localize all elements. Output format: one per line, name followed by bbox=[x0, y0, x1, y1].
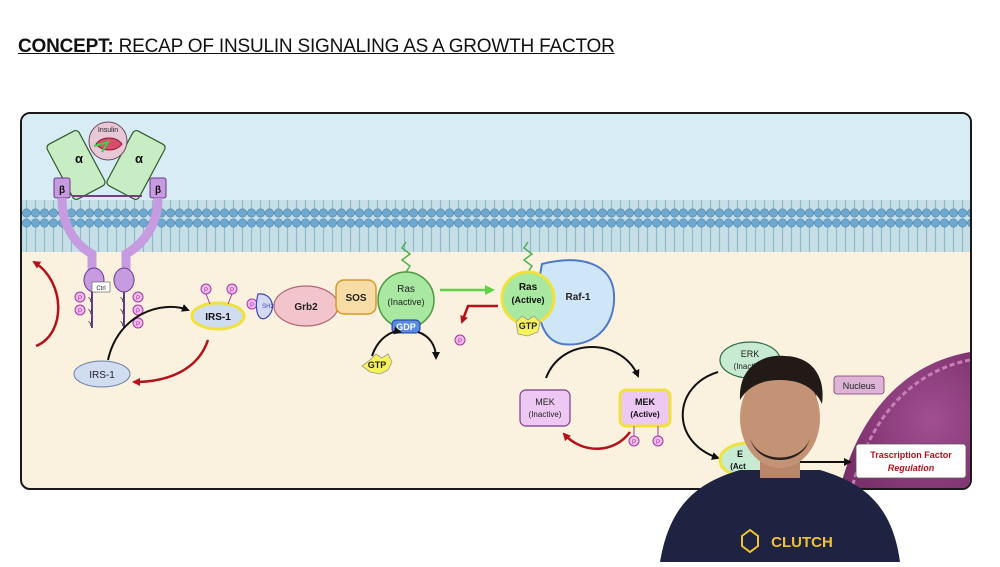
svg-text:P: P bbox=[656, 440, 660, 446]
beta-left-label: β bbox=[59, 185, 65, 196]
presenter-video: CLUTCH bbox=[660, 352, 900, 562]
irs1-active: IRS-1 P P P bbox=[190, 283, 258, 331]
irs1-inactive: IRS-1 bbox=[73, 360, 131, 388]
svg-text:MEK: MEK bbox=[535, 397, 555, 407]
mek-activation-arrow bbox=[545, 346, 640, 379]
page-title: CONCEPT: RECAP OF INSULIN SIGNALING AS A… bbox=[18, 36, 615, 58]
svg-text:Raf-1: Raf-1 bbox=[565, 292, 590, 303]
svg-text:P: P bbox=[136, 309, 140, 315]
svg-text:P: P bbox=[250, 303, 254, 309]
signaling-diagram: α α Insulin β β Ctrl Y Y Y Y Y Y P P P P… bbox=[20, 112, 972, 490]
alpha-right-label: α bbox=[135, 151, 143, 166]
grb2: SH2 Grb2 bbox=[255, 285, 339, 327]
svg-text:P: P bbox=[78, 309, 82, 315]
svg-text:(Act: (Act bbox=[730, 462, 746, 471]
gdp-out-arrow bbox=[417, 331, 440, 360]
svg-text:P: P bbox=[136, 296, 140, 302]
tyr-l2: Y bbox=[88, 309, 93, 316]
tyr-l3: Y bbox=[88, 321, 93, 328]
svg-text:P: P bbox=[632, 440, 636, 446]
erk-activation-arrow bbox=[681, 371, 720, 460]
svg-text:(Active): (Active) bbox=[511, 295, 544, 305]
sos: SOS bbox=[335, 279, 377, 315]
released-phosphate bbox=[454, 334, 466, 346]
extracellular-space bbox=[22, 114, 970, 200]
svg-text:Ras: Ras bbox=[397, 284, 415, 295]
tyr-r3: Y bbox=[120, 321, 125, 328]
svg-text:E: E bbox=[737, 449, 743, 459]
raf1: Raf-1 bbox=[537, 259, 616, 346]
feedback-arrow-left bbox=[32, 260, 60, 348]
presenter-beard bbox=[750, 438, 810, 460]
presenter-shirt bbox=[660, 470, 900, 562]
svg-text:P: P bbox=[204, 288, 208, 294]
svg-text:P: P bbox=[458, 339, 462, 345]
svg-text:Nucleus: Nucleus bbox=[843, 381, 876, 391]
insulin-receptor: α α Insulin β β Ctrl Y Y Y Y Y Y bbox=[46, 121, 167, 328]
gtp-free: GTP bbox=[361, 353, 393, 375]
svg-text:MEK: MEK bbox=[635, 397, 656, 407]
transcription-factor-box: Trascription Factor Regulation bbox=[855, 443, 967, 479]
svg-text:P: P bbox=[78, 296, 82, 302]
svg-text:P: P bbox=[136, 322, 140, 328]
svg-text:Regulation: Regulation bbox=[888, 463, 935, 473]
svg-text:GDP: GDP bbox=[396, 322, 416, 332]
irs1-activation-arrow bbox=[107, 304, 190, 361]
gtp-in-arrow bbox=[371, 326, 402, 357]
mek-inactive: MEK (Inactive) bbox=[519, 389, 571, 427]
receptor-phosphates: P P P P P bbox=[74, 291, 144, 329]
concept-title: RECAP OF INSULIN SIGNALING AS A GROWTH F… bbox=[118, 36, 615, 57]
mek-deactivation-arrow bbox=[562, 431, 632, 450]
insulin-label: Insulin bbox=[98, 127, 118, 134]
svg-text:GTP: GTP bbox=[519, 321, 538, 331]
tyr-r1: Y bbox=[120, 297, 125, 304]
sh2-label: SH2 bbox=[262, 304, 274, 310]
presenter-face bbox=[740, 368, 820, 468]
ras-active: Ras (Active) GTP bbox=[500, 241, 556, 337]
svg-text:(Active): (Active) bbox=[630, 410, 660, 419]
concept-label: CONCEPT: bbox=[18, 36, 114, 57]
clutch-logo: CLUTCH bbox=[741, 528, 833, 554]
ras-deactivation-arrow bbox=[460, 304, 498, 324]
presenter-hair bbox=[739, 355, 823, 404]
svg-text:SOS: SOS bbox=[345, 293, 366, 304]
svg-text:Grb2: Grb2 bbox=[294, 302, 318, 313]
svg-text:GTP: GTP bbox=[368, 360, 387, 370]
clutch-logo-text: CLUTCH bbox=[771, 534, 833, 551]
svg-text:(Inactive): (Inactive) bbox=[387, 297, 424, 307]
alpha-subunit-left bbox=[46, 129, 106, 201]
svg-text:Trascription Factor: Trascription Factor bbox=[870, 450, 952, 460]
svg-text:IRS-1: IRS-1 bbox=[205, 312, 231, 323]
svg-text:(Inactive): (Inactive) bbox=[734, 362, 767, 371]
svg-text:(Inactive): (Inactive) bbox=[529, 410, 562, 419]
tyr-r2: Y bbox=[120, 309, 125, 316]
tyr-l1: Y bbox=[88, 297, 93, 304]
nucleus-label: Nucleus bbox=[833, 375, 885, 395]
ctrl-label: Ctrl bbox=[96, 286, 105, 292]
beta-right-label: β bbox=[155, 185, 161, 196]
svg-text:IRS-1: IRS-1 bbox=[89, 370, 115, 381]
svg-text:ERK: ERK bbox=[741, 349, 760, 359]
svg-text:Ras: Ras bbox=[519, 282, 538, 293]
svg-text:P: P bbox=[230, 288, 234, 294]
lipid-bilayer bbox=[22, 200, 970, 252]
alpha-left-label: α bbox=[75, 151, 83, 166]
irs1-deactivation-arrow bbox=[132, 339, 210, 386]
ras-inactive: Ras (Inactive) GDP bbox=[377, 241, 435, 334]
alpha-subunit-right bbox=[106, 129, 166, 201]
mek-active: MEK (Active) P P bbox=[618, 388, 672, 447]
